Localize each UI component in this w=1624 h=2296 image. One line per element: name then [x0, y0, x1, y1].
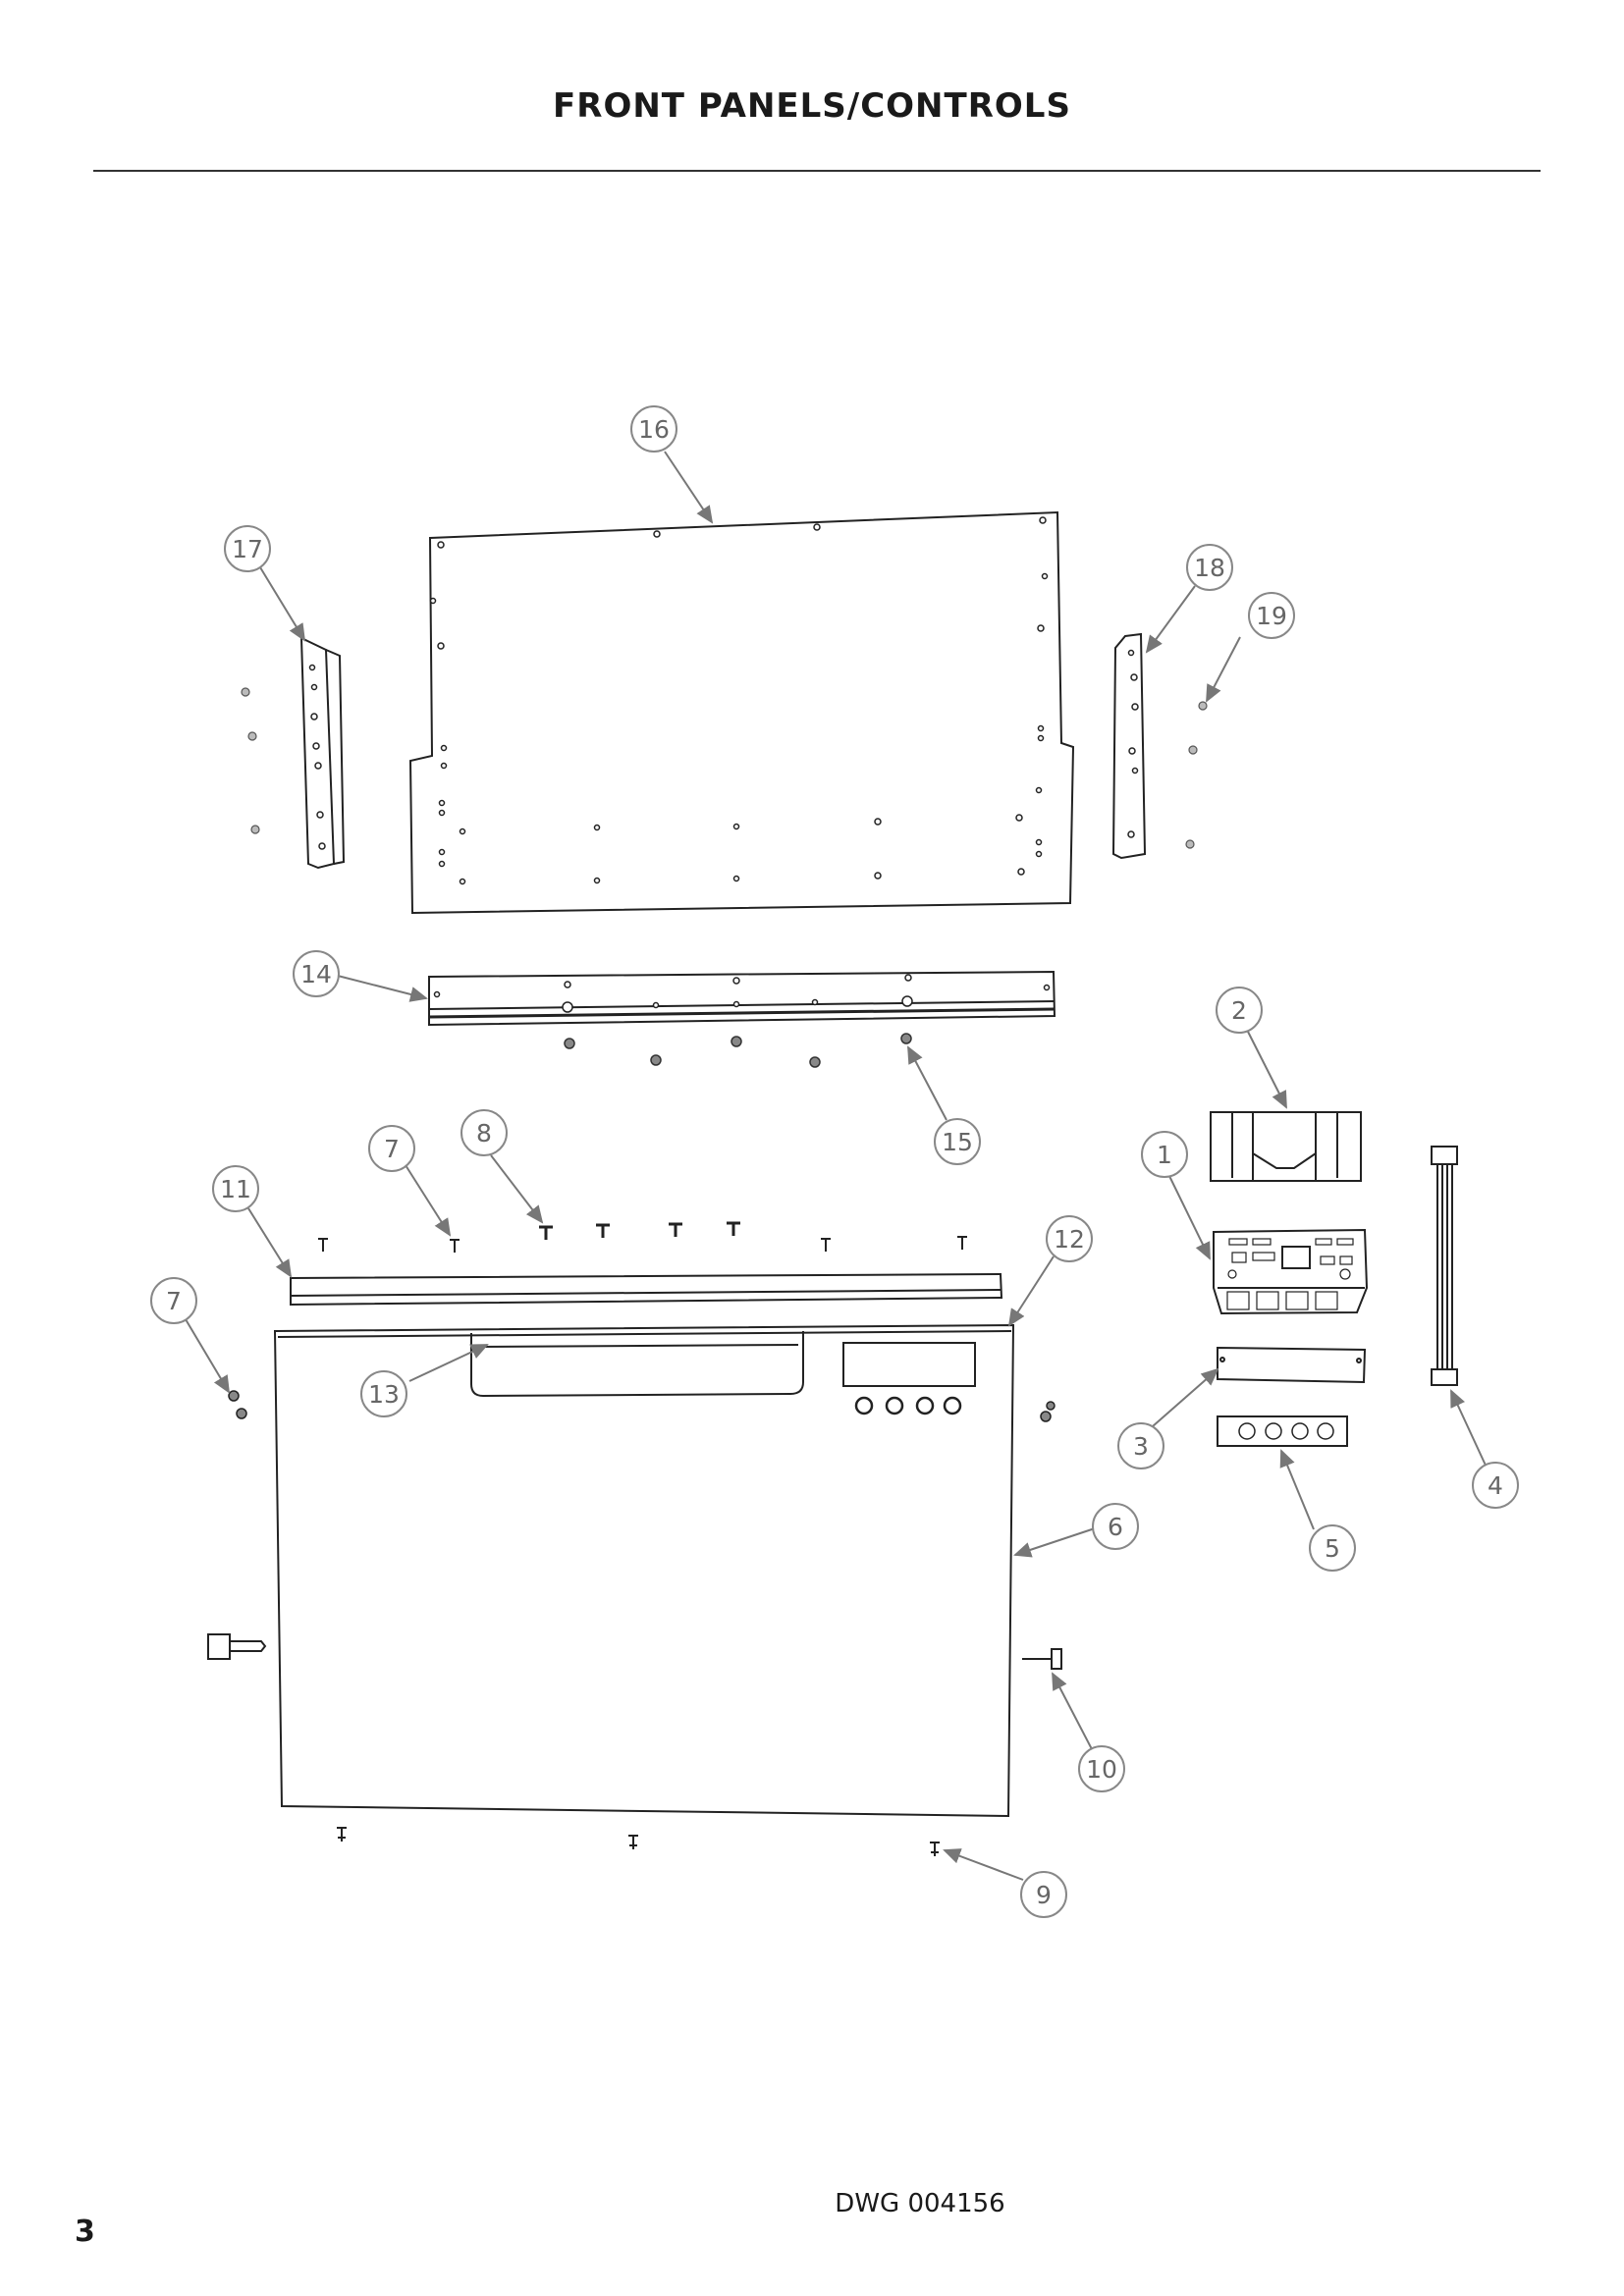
top-trim-part-11	[290, 1272, 1003, 1307]
svg-text:19: 19	[1256, 602, 1287, 630]
hinge-pins-part-10	[207, 1633, 1062, 1670]
inner-panel-part-16	[408, 510, 1075, 915]
callout-2: 2	[1216, 987, 1263, 1034]
svg-text:10: 10	[1086, 1755, 1117, 1784]
svg-text:14: 14	[300, 960, 332, 988]
svg-text:12: 12	[1054, 1225, 1085, 1254]
control-cover-part-2	[1210, 1111, 1362, 1182]
display-window-part-3	[1217, 1346, 1367, 1384]
side-screws-part-7	[228, 1390, 1056, 1422]
callout-11: 11	[212, 1165, 259, 1212]
svg-text:13: 13	[368, 1380, 400, 1409]
svg-text:9: 9	[1036, 1881, 1052, 1909]
svg-text:7: 7	[384, 1135, 400, 1163]
callout-1: 1	[1141, 1131, 1188, 1178]
svg-text:8: 8	[476, 1119, 492, 1148]
bracket-screws-left	[241, 687, 260, 834]
callout-9: 9	[1020, 1871, 1067, 1918]
control-board-part-1	[1213, 1228, 1369, 1315]
leader-lines	[182, 451, 1489, 1881]
title-rule	[93, 170, 1541, 172]
callout-17: 17	[224, 525, 271, 572]
callout-7-top: 7	[368, 1125, 415, 1172]
svg-text:7: 7	[166, 1287, 182, 1315]
svg-text:6: 6	[1108, 1513, 1123, 1541]
svg-text:11: 11	[220, 1175, 251, 1203]
left-bracket-part-17	[299, 636, 346, 870]
svg-text:18: 18	[1194, 554, 1225, 582]
svg-text:15: 15	[942, 1128, 973, 1156]
callout-10: 10	[1078, 1745, 1125, 1792]
callout-16: 16	[630, 405, 677, 453]
right-bracket-part-18	[1111, 632, 1147, 860]
drawing-number: DWG 004156	[835, 2189, 1005, 2218]
callout-18: 18	[1186, 544, 1233, 591]
callout-4: 4	[1472, 1462, 1519, 1509]
bracket-screws-part-19	[1185, 701, 1208, 849]
svg-text:5: 5	[1325, 1534, 1340, 1563]
svg-text:4: 4	[1488, 1471, 1503, 1500]
support-rail-part-14	[428, 970, 1056, 1027]
callout-8: 8	[460, 1109, 508, 1156]
callout-14: 14	[293, 950, 340, 997]
button-holder-part-5	[1217, 1415, 1348, 1447]
svg-text:1: 1	[1157, 1141, 1172, 1169]
callout-3: 3	[1117, 1422, 1164, 1469]
callout-15: 15	[934, 1118, 981, 1165]
trim-screws-part-7	[318, 1236, 967, 1253]
svg-text:17: 17	[232, 535, 263, 563]
callout-12: 12	[1046, 1215, 1093, 1262]
callout-6: 6	[1092, 1503, 1139, 1550]
callout-7-left: 7	[150, 1277, 197, 1324]
rail-screws-part-15	[564, 1033, 912, 1068]
panel-screws-part-8	[539, 1221, 740, 1240]
wire-harness-part-4	[1431, 1146, 1458, 1386]
svg-text:2: 2	[1231, 996, 1247, 1025]
front-panel-part-6	[273, 1323, 1015, 1818]
callout-13: 13	[360, 1370, 407, 1417]
svg-text:3: 3	[1133, 1432, 1149, 1461]
callout-5: 5	[1309, 1524, 1356, 1572]
page-title: FRONT PANELS/CONTROLS	[553, 86, 1071, 126]
page-number: 3	[75, 2215, 95, 2249]
bottom-screws-part-9	[337, 1827, 940, 1856]
svg-text:16: 16	[638, 415, 670, 444]
callout-19: 19	[1248, 592, 1295, 639]
